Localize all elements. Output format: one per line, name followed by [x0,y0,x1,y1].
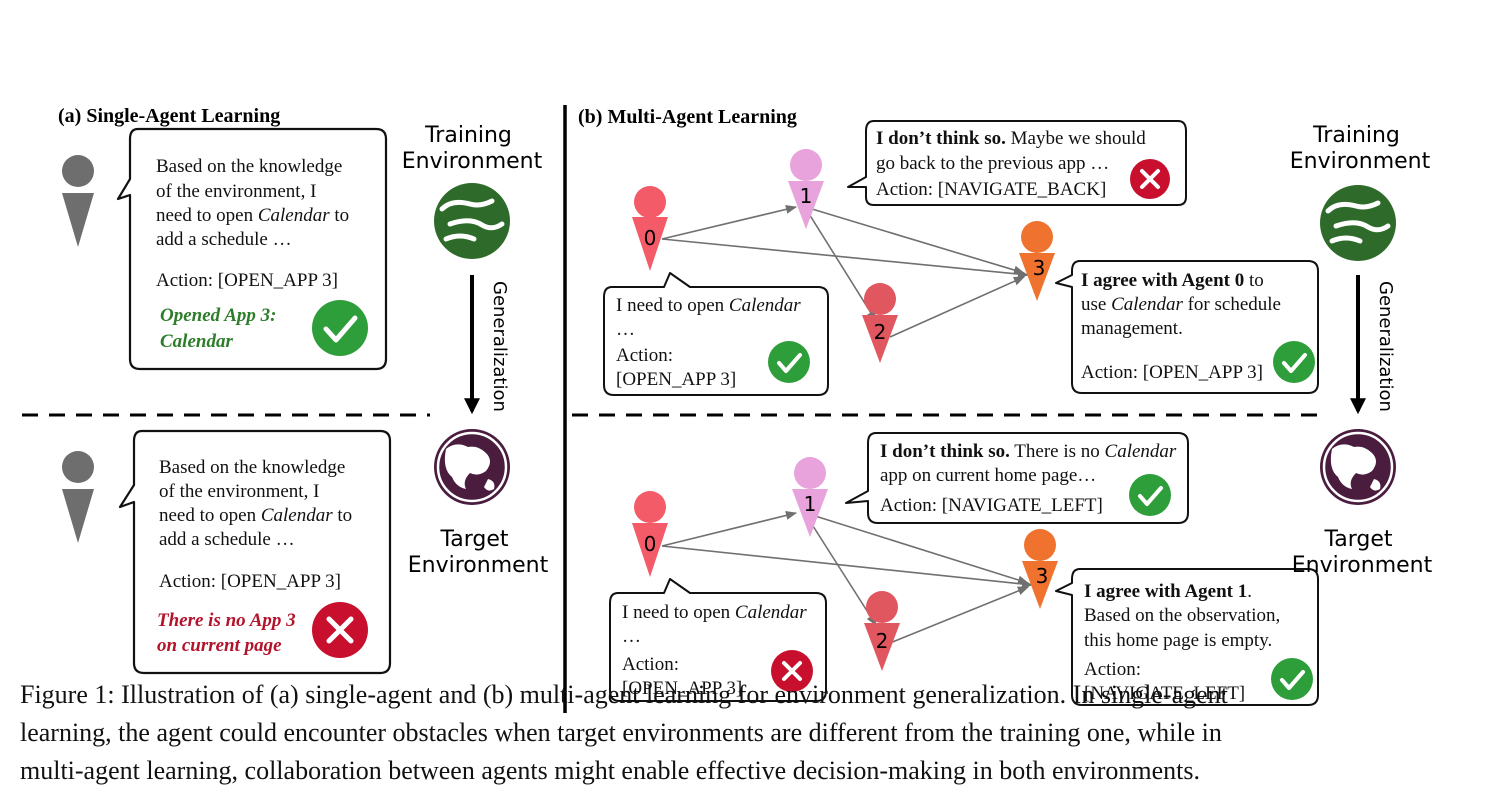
agent-0-bottom: 0 [632,491,668,577]
multi-agent-title: (b) Multi-Agent Learning [578,106,797,128]
single-agent-title: (a) Single-Agent Learning [58,105,280,127]
agent-3-speech-bubble-bottom [1055,568,1319,706]
target-env-label-b: Target Environment [1292,527,1433,578]
agent-0-bottom-text: I need to open Calendar … Action: [OPEN_… [622,602,811,699]
single-agent-speech-bubble-top [116,127,388,371]
agent-1-top: 1 [788,149,824,229]
training-env-label-b: Training Environment [1290,123,1431,174]
svg-text:2: 2 [874,320,887,344]
agent-1-speech-bubble-top [847,120,1187,206]
agent-0-top-text: I need to open Calendar … Action: [OPEN_… [616,295,805,390]
caption-line: Figure 1: Illustration of (a) single-age… [20,680,1228,709]
training-env-label-a: Training Environment [402,123,543,174]
target-env-label-a: Target Environment [408,527,549,578]
agent-0-top: 0 [632,186,668,271]
agent-1-top-text: I don’t think so. Maybe we should go bac… [876,128,1150,200]
svg-text:2: 2 [876,629,889,653]
agent-3-speech-bubble-top [1055,260,1319,394]
svg-text:3: 3 [1036,564,1049,588]
single-agent-bottom [62,451,94,543]
check-circle-icon [1129,474,1171,516]
agent-2-top: 2 [862,283,898,363]
single-agent-top [62,155,94,247]
figure-caption: Figure 1: Illustration of (a) single-age… [20,676,1470,790]
target-environment-icon [434,429,510,505]
check-circle-icon [312,300,368,356]
agent-3-bottom: 3 [1022,529,1058,609]
svg-text:1: 1 [804,492,817,516]
generalization-label-b: Generalization [1375,281,1396,412]
caption-line: learning, the agent could encounter obst… [20,718,1222,747]
single-bottom-text: Based on the knowledge of the environmen… [159,457,357,592]
svg-text:0: 0 [644,532,657,556]
check-circle-icon [768,341,810,383]
agent-1-bottom: 1 [792,457,828,537]
multi-top-arrows [661,204,1030,338]
check-circle-icon [1273,341,1315,383]
agent-1-bottom-text: I don’t think so. There is no Calendar a… [880,441,1181,516]
multi-bottom-arrows [661,511,1034,644]
target-environment-icon [1320,429,1396,505]
svg-text:1: 1 [800,184,813,208]
x-circle-icon [312,602,368,658]
caption-line: multi-agent learning, collaboration betw… [20,756,1200,785]
svg-text:3: 3 [1033,256,1046,280]
svg-text:0: 0 [644,226,657,250]
x-circle-icon [771,650,813,692]
agent-3-bottom-text: I agree with Agent 1. Based on the obser… [1084,581,1285,704]
agent-3-top-text: I agree with Agent 0 to use Calendar for… [1081,270,1286,383]
agent-1-speech-bubble-bottom [845,432,1189,524]
training-environment-icon [434,183,510,259]
generalization-label-a: Generalization [489,281,510,412]
check-circle-icon [1271,658,1313,700]
agent-2-bottom: 2 [864,591,900,671]
single-top-result: Opened App 3: Calendar [160,305,281,352]
single-top-text: Based on the knowledge of the environmen… [156,156,354,291]
agent-3-top: 3 [1019,221,1055,301]
single-bottom-result: There is no App 3 on current page [157,610,300,656]
training-environment-icon [1320,185,1396,261]
x-circle-icon [1130,159,1170,199]
